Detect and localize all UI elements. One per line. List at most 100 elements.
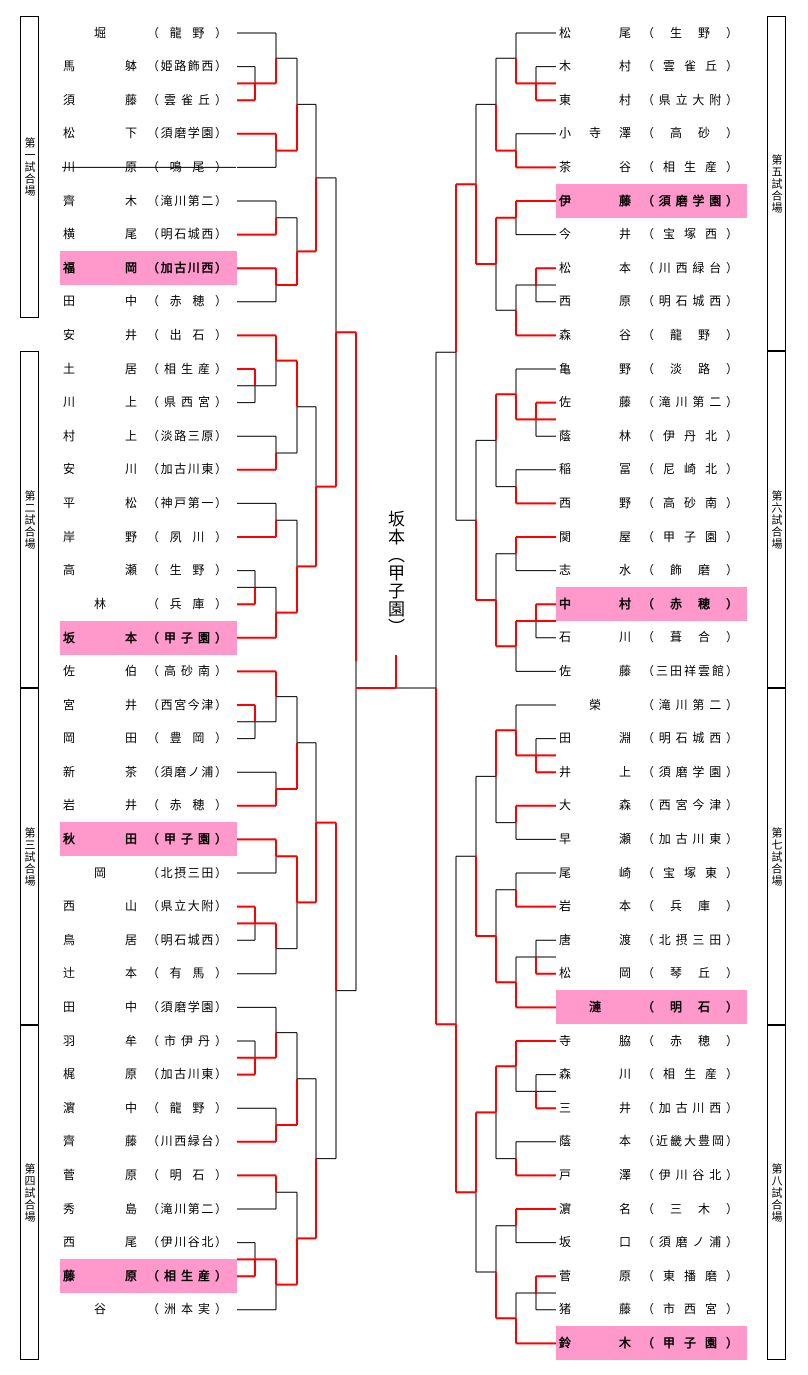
player-name: 漣 [588,1000,601,1015]
right-player-row: 蔭 林（伊丹北） [556,426,747,447]
player-school: （兵庫） [642,899,738,914]
left-player-row: 堀（龍野） [60,23,237,44]
player-name: 戸 澤 [559,1167,631,1182]
right-player-row: 東 村（県立大附） [556,90,747,111]
left-player-row: 川 原（鳴尾） [60,157,237,178]
player-school: （伊丹北） [642,428,738,443]
player-name: 榮 [588,697,601,712]
player-name: 鳥 居 [63,932,137,947]
left-player-row: 田 中（赤穂） [60,291,237,312]
player-school: （近畿大豊岡） [642,1134,738,1149]
player-name: 唐 渡 [559,932,631,947]
player-name: 安 井 [63,327,137,342]
player-school: （高砂） [642,126,738,141]
player-name: 松 本 [559,260,631,275]
right-player-row: 茶 谷（相生産） [556,157,747,178]
player-school: （市伊丹） [147,1033,227,1048]
right-player-row: 漣 （明石） [556,990,747,1025]
player-name: 三 井 [559,1100,631,1115]
player-name: 林 [93,596,106,611]
player-school: （飾磨） [642,563,738,578]
player-school: （甲子園） [147,832,227,847]
venue-box-1: 第一試合場 [20,16,39,318]
player-school: （甲子園） [642,1336,738,1351]
player-name: 川 上 [63,395,137,410]
player-school: （兵庫） [147,596,227,611]
player-school: （須磨学園） [147,999,227,1014]
venue-box-5: 第五試合場 [767,16,786,351]
player-name: 齊 木 [63,193,137,208]
right-player-row: 松 岡（琴丘） [556,963,747,984]
venue-box-7: 第七試合場 [767,688,786,1025]
player-school: （甲子園） [642,529,738,544]
player-name: 平 松 [63,495,137,510]
right-player-row: 鈴 木（甲子園） [556,1326,747,1361]
right-player-row: 稲 冨 （尼崎北） [556,459,747,480]
right-player-row: 西 原（明石城西） [556,291,747,312]
player-name: 関 屋 [559,529,631,544]
player-name: 辻 本 [63,966,137,981]
player-name: 西 野 [559,495,631,510]
player-school: （県西宮） [147,395,227,410]
right-player-row: 西 野（高砂南） [556,493,747,514]
player-name: 石 川 [559,630,631,645]
player-school: （有馬） [147,966,227,981]
left-player-row: 福 岡（加古川西） [60,251,237,286]
player-school: （赤穂） [147,294,227,309]
right-player-row: 志 水 （飾磨） [556,560,747,581]
player-school: （三田祥雲館） [642,663,738,678]
player-name: 東 村 [559,92,631,107]
right-player-row: 戸 澤（伊川谷北） [556,1165,747,1186]
player-name: 猪 藤 [559,1302,631,1317]
player-name: 志 水 [559,563,631,578]
left-player-row: 馬 躰（姫路飾西） [60,56,237,77]
player-school: （須磨ノ浦） [642,1235,738,1250]
right-player-row: 猪 藤（市西宮） [556,1299,747,1320]
player-school: （龍野） [147,1100,227,1115]
player-school: （赤穂） [642,1033,738,1048]
player-school: （加古川西） [147,261,227,276]
venue-label-5: 第五試合場 [770,153,783,214]
player-name: 宮 井 [63,697,137,712]
player-name: 亀 野 [559,361,631,376]
player-name: 濵 名 [559,1201,631,1216]
right-player-row: 三 井（加古川西） [556,1098,747,1119]
player-school: （明石城西） [642,731,738,746]
player-school: （出石） [147,327,227,342]
player-school: （川西緑台） [642,260,738,275]
player-name: 稲 冨 [559,462,631,477]
player-name: 寺 脇 [559,1033,631,1048]
player-name: 早 瀬 [559,831,631,846]
player-school: （明石） [642,1000,738,1015]
player-name: 西 山 [63,899,137,914]
player-name: 尾 崎 [559,865,631,880]
player-name: 新 茶 [63,764,137,779]
right-player-row: 早 瀬（加古川東） [556,829,747,850]
player-name: 小寺澤 [559,126,631,141]
left-player-row: 林 （兵庫） [60,594,237,615]
venue-box-8: 第八試合場 [767,1025,786,1360]
player-name: 佐 藤 [559,395,631,410]
left-player-row: 岡（北摂三田） [60,863,237,884]
player-school: （明石） [147,1167,227,1182]
player-school: （相生産） [147,1269,227,1284]
player-school: （赤穂） [642,597,738,612]
player-name: 大 森 [559,798,631,813]
player-school: （龍野） [642,327,738,342]
left-player-row: 宮 井（西宮今津） [60,695,237,716]
player-name: 秀 島 [63,1201,137,1216]
venue-box-6: 第六試合場 [767,351,786,688]
player-school: （尼崎北） [642,462,738,477]
player-school: （豊岡） [147,731,227,746]
player-school: （生野） [147,563,227,578]
venue-box-4: 第四試合場 [20,1025,39,1360]
player-name: 菅 原 [63,1167,137,1182]
left-player-row: 須 藤（雲雀丘） [60,90,237,111]
left-player-row: 菅 原 （明石） [60,1165,237,1186]
right-player-row: 榮（滝川第二） [556,695,747,716]
player-school: （須磨学園） [642,764,738,779]
left-player-row: 平 松（神戸第一） [60,493,237,514]
player-name: 秋 田 [63,832,137,847]
right-player-row: 井 上（須磨学園） [556,762,747,783]
right-player-row: 蔭 本（近畿大豊岡） [556,1131,747,1152]
